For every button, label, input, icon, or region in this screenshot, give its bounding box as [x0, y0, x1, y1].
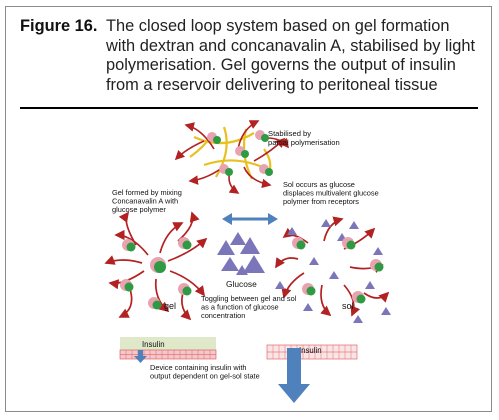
gel-formed-label: Gel formed by mixing Concanavalin A with…	[112, 188, 184, 214]
sol-occurs-label: Sol occurs as glucose displaces multival…	[283, 180, 381, 206]
glucose-triangles	[217, 232, 265, 275]
glucose-triangle	[243, 255, 265, 273]
glucose-triangle	[221, 257, 239, 271]
device-gel-state: Insulin	[119, 337, 217, 363]
figure-label: Figure 16.	[20, 17, 98, 35]
figure-caption: Figure 16. The closed loop system based …	[20, 17, 482, 95]
device-sol-state: Insulin	[266, 344, 358, 403]
gel-network	[104, 211, 208, 321]
con-a-molecule	[292, 237, 384, 304]
stabilised-gel-network	[174, 120, 290, 194]
con-a-molecule	[207, 130, 273, 176]
insulin-right-label: Insulin	[299, 346, 322, 355]
insulin-arrow-small	[134, 350, 147, 363]
insulin-left-label: Insulin	[142, 340, 165, 349]
insulin-arrow-large	[278, 348, 310, 403]
glucose-triangle	[217, 240, 235, 255]
glucose-triangle	[236, 265, 248, 275]
gel-label: gel	[164, 301, 176, 311]
toggle-label: Toggling between gel and sol as a functi…	[201, 294, 298, 320]
gel-sol-diagram: Stabilised by partial polymerisation Gel…	[104, 120, 391, 403]
double-arrow	[222, 213, 278, 225]
figure-frame: Figure 16. The closed loop system based …	[5, 6, 492, 412]
glucose-triangle	[240, 237, 260, 254]
con-a-molecule	[120, 237, 192, 310]
reservoir-grid	[119, 349, 217, 360]
figure-caption-text: The closed loop system based on gel form…	[106, 17, 476, 94]
sol-label: sol	[342, 301, 354, 311]
glucose-label: Glucose	[226, 279, 257, 289]
stabilised-label: Stabilised by partial polymerisation	[268, 129, 340, 147]
sol-network	[275, 216, 391, 323]
device-label: Device containing insulin with output de…	[150, 363, 260, 381]
caption-divider	[20, 107, 478, 109]
glucose-triangle	[230, 232, 246, 245]
